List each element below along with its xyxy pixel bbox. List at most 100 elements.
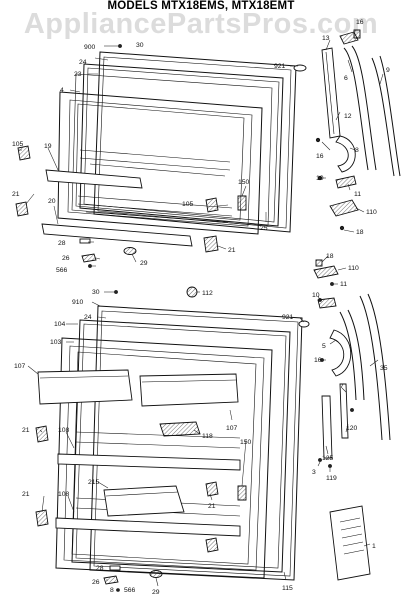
freezer-bracket-right-upper [205,197,219,213]
callout-30a: 30 [136,42,144,49]
hinge-strip-125 [321,395,333,459]
fresh-plug-921 [298,320,310,328]
door-shelf-bar-lower [55,517,241,537]
callout-24a: 24 [79,59,87,66]
callout-29a: 29 [140,260,148,267]
door-bin-215-lip [105,491,179,497]
door-trim-6b [351,45,377,171]
callout-26b: 26 [92,579,100,586]
callout-910: 910 [72,299,84,306]
freezer-outer-panel [93,51,297,233]
center-hinge-110 [329,199,359,217]
center-hinge-110b [313,265,339,279]
callout-16b: 16 [316,153,324,160]
freezer-bracket-left-upper [17,145,31,161]
freezer-shelf-bar-lower [41,223,193,247]
hinge-18-top [339,31,359,45]
callout-125: 125 [322,455,334,462]
watermark-text: AppliancePartsPros.com [23,8,379,40]
callout-566a: 566 [56,267,68,274]
callout-1: 1 [372,543,376,550]
callout-13: 13 [322,35,330,42]
fresh-door-liner [55,337,273,579]
screw-16a [315,137,321,143]
callout-150a: 150 [238,179,250,186]
plug-112 [186,286,198,298]
dairy-cover-right [139,373,239,407]
freezer-stop-150 [237,195,247,211]
callout-108a: 108 [58,427,70,434]
door-trim-35b [367,293,391,441]
callout-12: 12 [344,113,352,120]
egg-tray-118 [159,421,201,437]
callout-105a: 105 [12,141,24,148]
fresh-plug-29 [149,570,163,578]
door-shelf-bar-upper [57,453,241,471]
hinge-strip-120 [339,383,349,439]
callout-10a: 10 [316,175,324,182]
fresh-liner-inner [63,345,265,571]
callout-19: 19 [44,143,52,150]
door-trim-35 [359,295,383,441]
freezer-gasket [79,63,284,227]
fresh-gasket [71,319,291,573]
freezer-screw-566 [88,264,92,268]
handle-7 [329,329,352,377]
callout-120: 120 [346,425,358,432]
door-trim-9b [379,55,401,177]
fresh-bracket-left-upper [35,425,49,443]
screw-119 [328,464,332,468]
hinge-strip-12-inner [325,51,335,135]
freezer-shelf-lower [77,195,233,223]
callout-25: 25 [260,225,268,232]
callout-7: 7 [340,383,344,390]
callout-18b: 18 [326,253,334,260]
door-trim-5b [347,309,365,401]
callout-11b: 11 [340,281,347,288]
door-bin-215 [103,485,185,517]
freezer-bracket-left-lower [15,201,29,217]
callout-900: 900 [84,44,96,51]
callout-104: 104 [54,321,66,328]
freezer-screw-30 [118,44,122,48]
freezer-handle-28 [79,238,91,244]
dairy-cover-left-lip [39,375,129,379]
callout-110a: 110 [366,209,377,216]
callout-9: 9 [386,67,390,74]
leader-lines [18,39,384,591]
callout-4: 4 [60,87,64,94]
rating-plate-1 [329,505,371,581]
fresh-bracket-right-lower [205,537,219,553]
callout-10b: 10 [312,292,320,299]
freezer-plug-29 [123,247,137,255]
callout-16a: 16 [356,19,364,26]
callout-108b: 108 [58,491,70,498]
screw-18a [339,225,345,231]
callout-18a: 18 [356,229,364,236]
callout-107a: 107 [14,363,26,370]
callout-8b: 8 [110,587,114,594]
hinge-18-mid [315,259,323,267]
fresh-cam-26 [103,575,119,585]
hinge-strip-12-13 [321,47,341,139]
callout-23: 23 [74,71,82,78]
callout-5: 5 [322,343,326,350]
freezer-shelf-upper [79,149,231,177]
callout-20: 20 [48,198,56,205]
callout-150b: 150 [240,439,252,446]
fresh-bracket-left-lower [35,509,49,527]
callout-921a: 921 [274,63,286,70]
screw-3 [318,458,322,462]
callout-107b: 107 [226,425,238,432]
freezer-plug-921 [293,64,307,72]
callout-29b: 29 [152,589,160,596]
callout-21a: 21 [12,191,20,198]
fresh-outer-panel [89,305,303,581]
callout-11a: 11 [354,191,361,198]
freezer-bracket-right-lower [203,235,219,253]
callout-28b: 28 [96,565,104,572]
callout-6: 6 [344,75,348,82]
diagram-title: MODELS MTX18EMS, MTX18EMT [107,0,295,12]
callout-103: 103 [50,339,62,346]
